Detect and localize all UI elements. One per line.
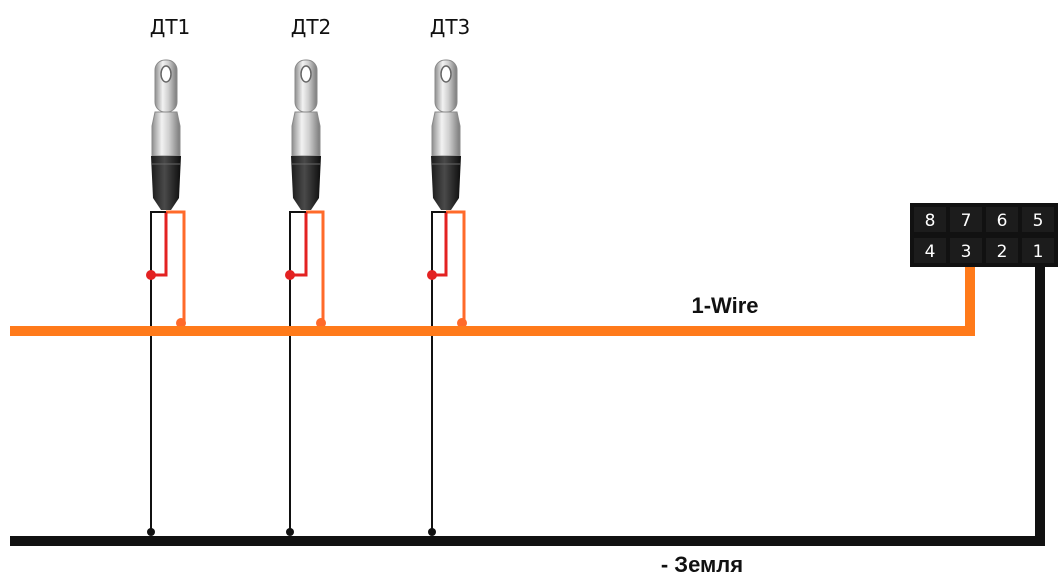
one-wire-bus	[10, 262, 975, 336]
sensor-1-wiring	[146, 210, 186, 536]
sensor-1-probe	[150, 59, 182, 211]
connector-pin-5: 5	[1033, 211, 1044, 231]
sensor-label-3: ДТ3	[430, 15, 471, 39]
one-wire-label: 1-Wire	[691, 293, 758, 318]
connector-pin-7: 7	[961, 211, 972, 231]
connector-pin-6: 6	[997, 211, 1008, 231]
sensor-2-probe	[290, 59, 322, 211]
ground-bus	[10, 262, 1045, 546]
connector-pin-2: 2	[997, 242, 1008, 262]
connector-block: 8 7 6 5 4 3 2 1	[910, 203, 1058, 267]
sensor-2-wiring	[285, 210, 326, 536]
connector-pin-8: 8	[925, 211, 936, 231]
connector-pin-1: 1	[1033, 242, 1044, 262]
sensor-label-1: ДТ1	[150, 15, 191, 39]
sensor-3-wiring	[427, 210, 467, 536]
sensor-3-probe	[430, 59, 462, 211]
connector-pin-3: 3	[961, 242, 972, 262]
sensor-label-2: ДТ2	[291, 15, 332, 39]
connector-pin-4: 4	[925, 242, 936, 262]
ground-label: - Земля	[661, 552, 743, 577]
